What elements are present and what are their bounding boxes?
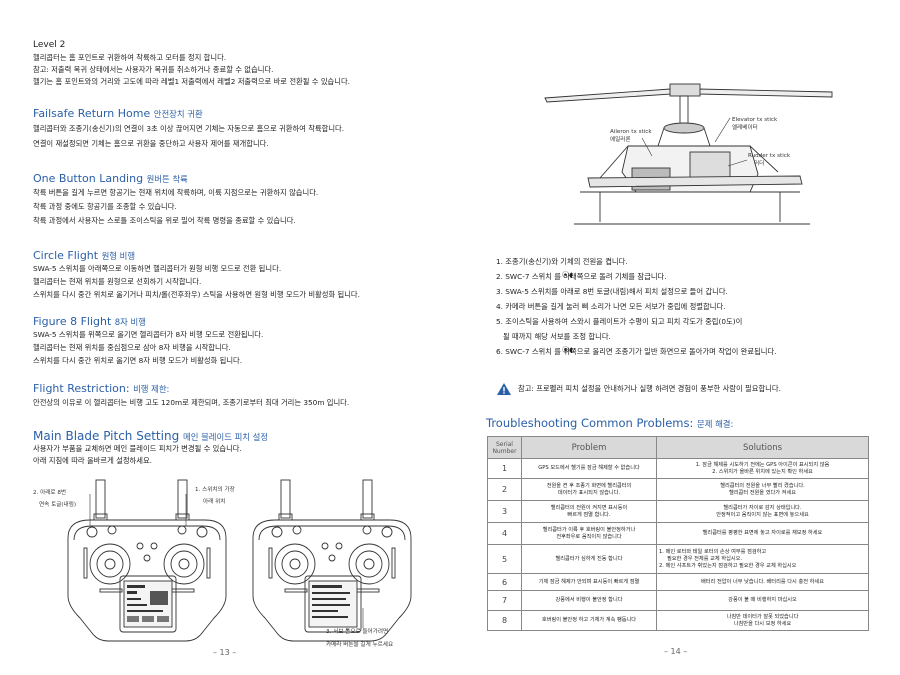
table-row: 7 강풍에서 비행이 불안정 합니다 강풍이 불 때 비행하지 마십시오 — [487, 590, 869, 611]
failsafe-line-1: 헬리콥터와 조종기(송신기)의 연결이 3초 이상 끊어지면 기체는 자동으로 … — [33, 124, 345, 133]
circle-line-2: 헬리콥터는 현재 위치를 원형으로 선회하기 시작합니다. — [33, 277, 202, 286]
caption-switch-lowest: 1. 스위치의 가장 아래 위치 — [195, 487, 235, 505]
one-button-line-3: 착륙 과정에서 사용자는 스로틀 조이스틱을 위로 밀어 착륙 명령을 종료할 … — [33, 216, 296, 225]
step-5b: 될 때까지 해당 서보를 조정 합니다. — [496, 332, 611, 341]
figure8-line-3: 스위치를 다시 중간 위치로 옮기면 8자 비행 모드가 비활성화 됩니다. — [33, 356, 243, 365]
level2-line-1: 헬리콥터는 홈 포인트로 귀환하여 착륙하고 모터를 정지 합니다. — [33, 53, 227, 62]
step-6: 6. SWC-7 스위치 를 위쪽으로 올리면 조종기가 일반 화면으로 돌아가… — [496, 347, 777, 356]
caption-toggle-down: 2. 아래로 8번 연속 토글(내림) — [33, 490, 77, 508]
elevator-label: Elevator tx stick 엘레베이터 — [732, 117, 778, 131]
step-1: 1. 조종기(송신기)와 기체의 전원을 켭니다. — [496, 257, 628, 266]
one-button-line-1: 착륙 버튼을 길게 누르면 항공기는 현재 위치에 착륙하며, 이륙 지점으로는… — [33, 188, 319, 197]
level2-line-3: 헬기는 홈 포인트와의 거리와 고도에 따라 레벨1 저출력에서 레벨2 저출력… — [33, 77, 350, 86]
circle-line-1: SWA-5 스위치를 아래쪽으로 이동하면 헬리콥터가 원형 비행 모드로 전환… — [33, 264, 282, 273]
switch-icon: ⦿◖ — [562, 271, 573, 279]
transmitter-diagram-right — [252, 479, 412, 642]
pitch-steps: 1. 조종기(송신기)와 기체의 전원을 켭니다. 2. SWC-7 스위치 를… — [496, 256, 777, 358]
restriction-title: Flight Restriction: 비행 제한: — [33, 382, 170, 395]
page-number-right: – 14 – — [664, 647, 688, 656]
level2-heading: Level 2 — [33, 40, 66, 50]
troubleshoot-title: Troubleshooting Common Problems: 문제 해결: — [486, 416, 734, 430]
transmitter-diagram-left — [67, 479, 227, 642]
header-solutions: Solutions — [656, 436, 869, 459]
restriction-line-1: 안전상의 이유로 이 헬리콥터는 비행 고도 120m로 제한되며, 조종기로부… — [33, 398, 350, 407]
figure8-title: Figure 8 Flight 8자 비행 — [33, 315, 146, 328]
circle-title: Circle Flight 원형 비행 — [33, 249, 136, 262]
failsafe-line-2: 연결이 재설정되면 기체는 홈으로 귀환을 중단하고 사용자 제어를 재개합니다… — [33, 139, 269, 148]
circle-line-3: 스위치를 다시 중간 위치로 옮기거나 피치/롤(전후좌우) 스틱을 사용하면 … — [33, 290, 360, 299]
aileron-label: Aileron tx stick 에일러론 — [610, 129, 652, 143]
pitch-title: Main Blade Pitch Setting 메인 블레이드 피치 설정 — [33, 429, 269, 443]
header-problem: Problem — [521, 436, 657, 459]
one-button-title: One Button Landing 원버튼 착륙 — [33, 172, 188, 185]
figure8-line-2: 헬리콥터는 현재 위치를 중심점으로 삼아 8자 비행을 시작합니다. — [33, 343, 231, 352]
helicopter-diagram — [544, 83, 833, 225]
step-4: 4. 카메라 버튼을 길게 눌러 삐 소리가 나면 모든 서보가 중립에 정렬합… — [496, 302, 726, 311]
warning-note: 참고: 프로펠러 피치 설정을 안내하거나 실행 하려면 경험이 풍부한 사람이… — [518, 384, 781, 393]
warning-triangle-icon — [497, 383, 511, 395]
table-row: 8 호버링이 불안정 하고 기체가 계속 팽돕니다 나침반 데이터가 잘못 되었… — [487, 610, 869, 631]
figure8-line-1: SWA-5 스위치를 위쪽으로 올기면 헬리콥터가 8자 비행 모드로 전환됩니… — [33, 330, 264, 339]
pitch-line-1: 사용자가 부품을 교체하면 메인 블레이드 피치가 변경될 수 있습니다. — [33, 444, 242, 453]
step-5a: 5. 조이스틱을 사용하여 스와시 플레이트가 수평이 되고 피치 각도가 중립… — [496, 317, 743, 326]
table-row: 5 헬리콥터가 심하게 진동 합니다 1. 메인 로터와 테일 로터의 손상 여… — [487, 544, 869, 574]
page-number-left: – 13 – — [213, 648, 237, 657]
step-2: 2. SWC-7 스위치 를 아래쪽으로 돌려 기체를 잠급니다. — [496, 272, 667, 281]
switch-icon: ⦿◖ — [562, 346, 573, 354]
one-button-line-2: 착륙 과정 중에도 항공기를 조종할 수 있습니다. — [33, 202, 177, 211]
rudder-label: Rudder tx stick 러더 — [748, 153, 791, 167]
step-3: 3. SWA-5 스위치를 아래로 8번 토글(내림)해서 피치 설정으로 들어… — [496, 287, 728, 296]
failsafe-title: Failsafe Return Home 안전장치 귀환 — [33, 107, 203, 120]
level2-line-2: 참고: 저출력 복귀 상태에서는 사용자가 복귀를 취소하거나 종료할 수 없습… — [33, 65, 274, 74]
table-row: 6 기체 잠금 해제가 안되며 표시등이 빠르게 점멸 배터리 전압이 너무 낮… — [487, 573, 869, 591]
pitch-line-2: 아래 지침에 따라 올바르게 설정하세요. — [33, 456, 153, 465]
table-row: 1 GPS 모드에서 헬기를 잠금 해제할 수 없습니다 1. 잠금 해제를 시… — [487, 458, 869, 479]
